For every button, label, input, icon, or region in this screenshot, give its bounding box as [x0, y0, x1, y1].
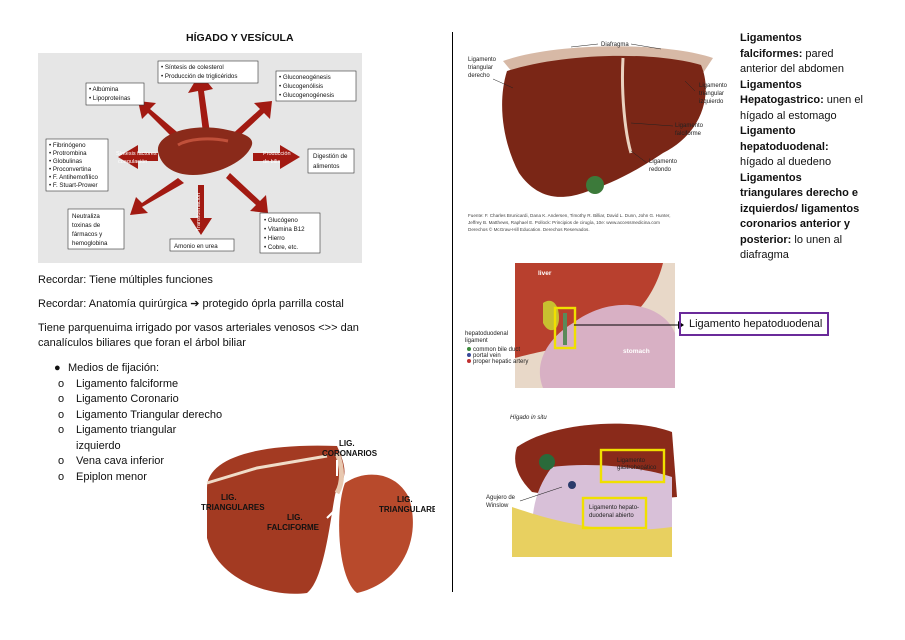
- note-funciones: Recordar: Tiene múltiples funciones: [38, 274, 213, 286]
- label-falciforme-2: falciforme: [675, 131, 702, 137]
- page-title: HÍGADO Y VESÍCULA: [186, 32, 294, 44]
- source-line-3: Derechos © McGraw-Hill Education. Derech…: [468, 226, 590, 232]
- box-neutraliza-1: Neutraliza: [72, 213, 100, 220]
- label-lig-tri-right-2: TRIANGULARES: [379, 505, 435, 514]
- arrow-label-coag-1: Síntesis factores: [116, 151, 157, 157]
- label-lig-tri-left-1: LIG.: [221, 493, 237, 502]
- box-amonio: Amonio en urea: [174, 243, 218, 250]
- box-glucogeno-3: • Hierro: [264, 235, 285, 242]
- arrow-label-bilis-2: de bilis: [263, 159, 280, 165]
- ligament-descriptions: Ligamentos falciformes: pared anterior d…: [740, 31, 865, 264]
- label-lig-coronarios-1: LIG.: [339, 439, 355, 448]
- legend-2: portal vein: [473, 353, 501, 359]
- liver-anterior-figure: Diafragma Ligamento triangular derecho L…: [463, 33, 733, 238]
- label-redondo-2: redondo: [649, 167, 672, 173]
- desc-hepatogastrico: Ligamentos Hepatogastrico: unen el hígad…: [740, 78, 863, 122]
- arrow-label-bilis-1: Producción: [263, 151, 291, 157]
- box-gluco-3: • Glucogenogénesis: [279, 92, 334, 99]
- label-redondo-1: Ligamento: [649, 159, 678, 165]
- box-albumina-1: • Albúmina: [89, 86, 119, 93]
- arrow-label-transformacion: Transformación: [196, 193, 202, 231]
- box-digestion-1: Digestión de: [313, 153, 348, 160]
- label-tri-der-2: triangular: [468, 65, 493, 71]
- desc-triangulares: Ligamentos triangulares derecho e izquie…: [740, 171, 860, 262]
- label-gastro-1: Ligamento: [617, 458, 646, 464]
- liver-functions-diagram: • Albúmina • Lipoproteínas • Síntesis de…: [38, 53, 362, 263]
- box-glucogeno-2: • Vitamina B12: [264, 226, 305, 233]
- label-lig-falciforme-2: FALCIFORME: [267, 523, 320, 532]
- box-factores-6: • F. Stuart-Prower: [49, 182, 98, 189]
- column-divider: [452, 32, 453, 592]
- label-tri-izq-2: triangular: [699, 91, 724, 97]
- label-falciforme-1: Ligamento: [675, 123, 704, 129]
- legend-3: proper hepatic artery: [473, 359, 528, 365]
- label-gastro-2: gastrohepático: [617, 465, 657, 471]
- label-winslow-1: Agujero de: [486, 495, 516, 501]
- box-glucogeno-1: • Glucógeno: [264, 217, 298, 224]
- label-tri-izq-1: Ligamento: [699, 83, 728, 89]
- box-gluco-2: • Glucogenólisis: [279, 83, 323, 90]
- label-lig-tri-right-1: LIG.: [397, 495, 413, 504]
- label-hepato-2: duodenal abierto: [589, 513, 634, 519]
- box-glucogeno-4: • Cobre, etc.: [264, 244, 298, 251]
- label-lig-coronarios-2: CORONARIOS: [322, 449, 378, 458]
- label-hd-lig-1: hepatoduodenal: [465, 331, 508, 337]
- label-insitu-title: Hígado in situ: [510, 415, 547, 421]
- fixation-heading: ●Medios de fijación:: [54, 362, 160, 374]
- note-anatomia: Recordar: Anatomía quirúrgica ➔ protegid…: [38, 298, 344, 310]
- note-parenquima: Tiene parquenuima irrigado por vasos art…: [38, 322, 359, 349]
- label-tri-der-1: Ligamento: [468, 57, 497, 63]
- arrow-label-coag-2: coagulación: [118, 159, 147, 165]
- label-hd-lig-2: ligament: [465, 338, 488, 344]
- arrow-up: [188, 73, 213, 133]
- box-neutraliza-2: toxinas de: [72, 222, 101, 229]
- liver-in-situ-figure: Hígado in situ Ligamento gastrohepático …: [472, 407, 677, 557]
- source-line-1: Fuente: F. Charles Brunicardi, Dana K. A…: [468, 213, 670, 218]
- label-liver: liver: [538, 270, 552, 277]
- box-digestion-2: alimentos: [313, 163, 339, 170]
- liver-ligaments-figure: LIG. CORONARIOS LIG. TRIANGULARES LIG. F…: [197, 428, 435, 598]
- label-tri-izq-3: izquierdo: [699, 99, 724, 105]
- legend-1: common bile duct: [473, 347, 520, 353]
- label-lig-tri-left-2: TRIANGULARES: [201, 503, 265, 512]
- label-winslow-2: Winslow: [486, 503, 509, 509]
- callout-arrow: [574, 321, 684, 329]
- box-factores-5: • F. Antihemofílico: [49, 174, 98, 181]
- box-colesterol-2: • Producción de triglicéridos: [161, 73, 237, 80]
- label-hepato-1: Ligamento hepato-: [589, 505, 639, 511]
- label-lig-falciforme-1: LIG.: [287, 513, 303, 522]
- box-factores-1: • Fibrinógeno: [49, 142, 86, 149]
- hepatoduodenal-figure: liver stomach hepatoduodenal ligament co…: [465, 263, 675, 388]
- box-neutraliza-3: fármacos y: [72, 231, 103, 238]
- box-factores-4: • Proconvertina: [49, 166, 92, 173]
- label-tri-der-3: derecho: [468, 73, 490, 79]
- box-factores-3: • Globulinas: [49, 158, 82, 165]
- box-factores-2: • Protrombina: [49, 150, 87, 157]
- highlight-box-gastrohepatico: [599, 448, 666, 484]
- highlight-box-hepatoduodenal-abierto: [581, 496, 648, 530]
- box-gluco-1: • Gluconeogénesis: [279, 74, 331, 81]
- label-stomach: stomach: [623, 348, 650, 355]
- desc-hepatoduodenal: Ligamento hepatoduodenal: hígado al dued…: [740, 125, 832, 168]
- label-diafragma: Diafragma: [601, 42, 629, 48]
- desc-falciformes: Ligamentos falciformes: pared anterior d…: [740, 32, 844, 75]
- callout-hepatoduodenal: Ligamento hepatoduodenal: [679, 312, 829, 336]
- highlight-box-hepatoduodenal: [553, 306, 577, 350]
- box-neutraliza-4: hemoglobina: [72, 240, 108, 247]
- box-colesterol-1: • Síntesis de colesterol: [161, 64, 224, 71]
- source-line-2: Jeffrey B. Matthews, Raphael E. Pollock:…: [468, 220, 660, 225]
- box-albumina-2: • Lipoproteínas: [89, 95, 130, 102]
